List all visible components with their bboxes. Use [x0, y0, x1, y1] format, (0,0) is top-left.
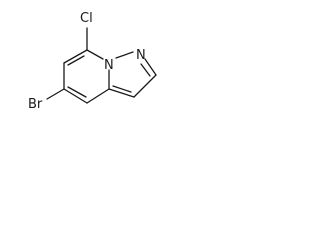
bromine-label: Br	[28, 97, 43, 112]
chlorine-label: Cl	[80, 11, 93, 26]
bond-c7-c6-inner	[67, 55, 85, 66]
pyrazole-nitrogen-label: N	[136, 48, 146, 63]
molecule-structure: Cl Br N N	[28, 11, 157, 112]
bond-c2-c3	[133, 74, 157, 98]
bond-c3-c3a	[108, 88, 135, 98]
bond-c7-c6	[63, 49, 88, 64]
bond-n-c7	[86, 49, 104, 60]
bond-c4-c3a	[86, 88, 110, 104]
bond-c5-br	[46, 88, 65, 100]
bridge-nitrogen-label: N	[104, 58, 114, 73]
bond-c5-c4-inner	[67, 86, 87, 98]
bond-n2-c2	[144, 58, 157, 76]
bond-n-n	[115, 51, 134, 59]
bond-c5-c4	[63, 88, 88, 104]
bond-n2-c2-inner	[140, 63, 151, 77]
bond-c3-c3a-inner	[112, 85, 132, 93]
structure-canvas: Cl Br N N	[0, 0, 184, 138]
